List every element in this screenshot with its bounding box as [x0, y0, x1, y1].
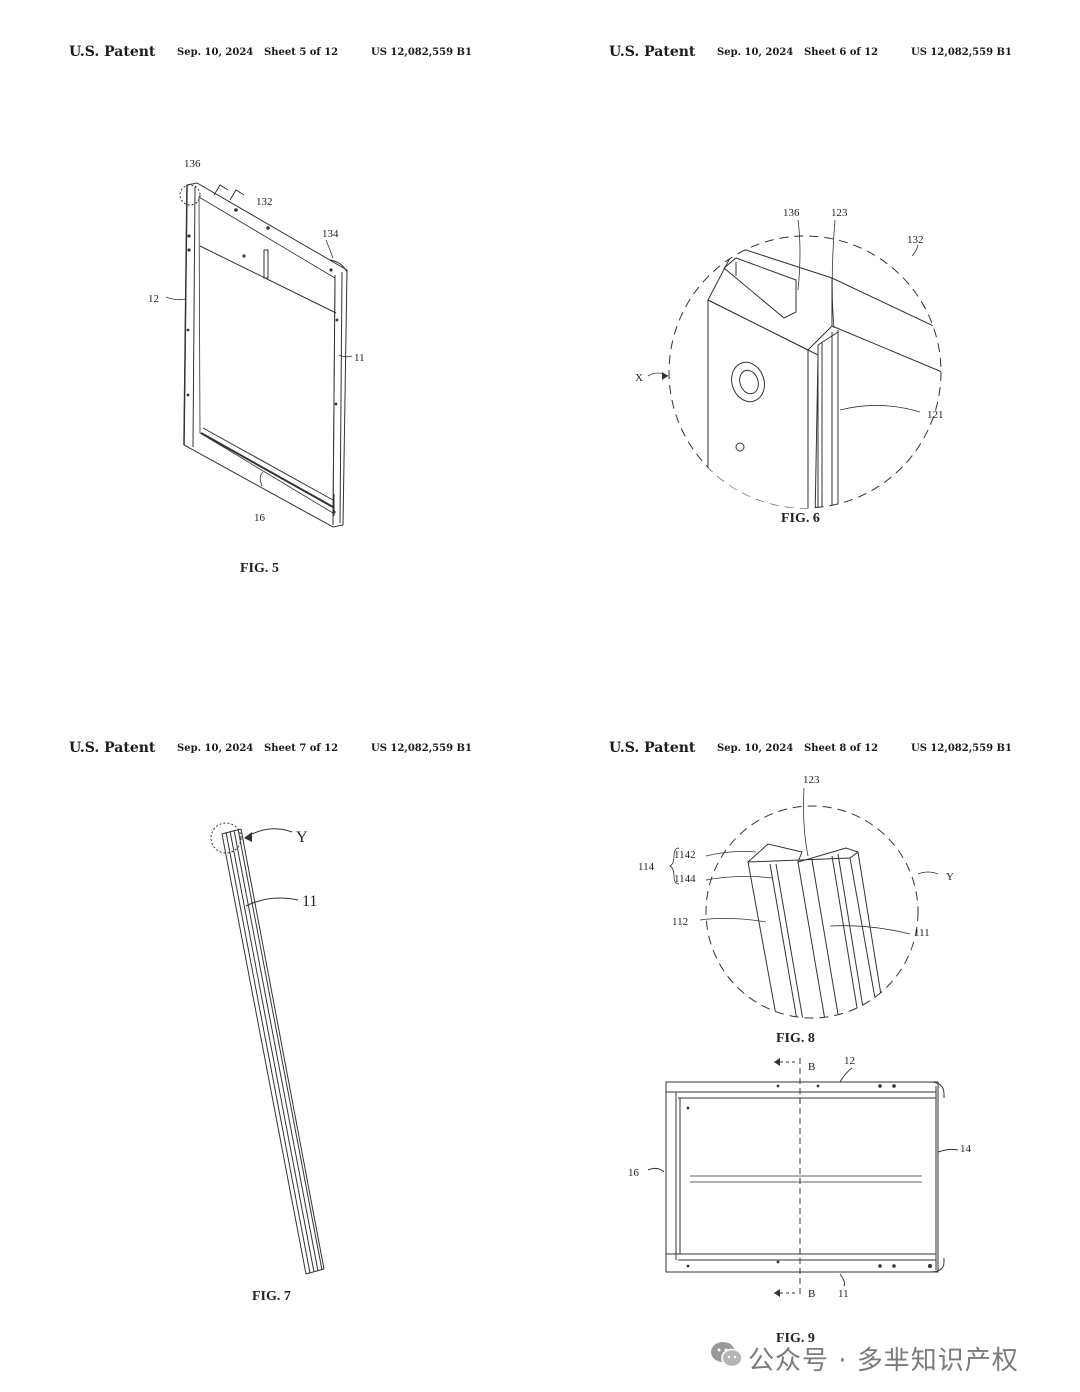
ref-label-123: 123 [803, 774, 820, 786]
patent-label: U.S. Patent [69, 740, 156, 756]
ref-label-16: 16 [254, 512, 266, 524]
sheet-number: Sheet 8 of 12 [804, 743, 879, 754]
sheet-number: Sheet 5 of 12 [264, 47, 339, 58]
patent-date: Sep. 10, 2024 [177, 743, 254, 754]
fig-6-drawing: 136 123 132 X 121 FIG. 6 [635, 207, 944, 526]
sheet-7: U.S. Patent Sep. 10, 2024 Sheet 7 of 12 … [0, 696, 540, 1392]
fig-8-9-drawing: 123 1142 114 1144 Y 112 111 FIG. 8 [628, 774, 972, 1346]
sheet-number: Sheet 6 of 12 [804, 47, 879, 58]
sheet-header: U.S. Patent Sep. 10, 2024 Sheet 5 of 12 … [0, 44, 540, 64]
ref-label-114: 114 [638, 861, 655, 873]
ref-label-1144: 1144 [674, 873, 696, 885]
patent-label: U.S. Patent [609, 740, 696, 756]
patent-number: US 12,082,559 B1 [911, 47, 1012, 58]
ref-label-12: 12 [148, 293, 159, 305]
fig-7-drawing: Y 11 FIG. 7 [210, 822, 325, 1304]
ref-label-132: 132 [256, 196, 273, 208]
sheet-header: U.S. Patent Sep. 10, 2024 Sheet 8 of 12 … [540, 740, 1080, 760]
fig-5-drawing: 136 132 134 12 11 16 FIG. 5 [148, 158, 365, 576]
sheet-header: U.S. Patent Sep. 10, 2024 Sheet 6 of 12 … [540, 44, 1080, 64]
section-label-b-top: B [808, 1061, 815, 1073]
ref-label-11: 11 [302, 893, 317, 910]
patent-number: US 12,082,559 B1 [371, 47, 472, 58]
figure-label: FIG. 5 [240, 561, 279, 576]
ref-label-y: Y [946, 871, 954, 883]
ref-label-123: 123 [831, 207, 848, 219]
ref-label-11: 11 [838, 1288, 849, 1300]
ref-label-1142: 1142 [674, 849, 696, 861]
ref-label-121: 121 [927, 409, 944, 421]
patent-number: US 12,082,559 B1 [371, 743, 472, 754]
patent-date: Sep. 10, 2024 [717, 47, 794, 58]
ref-label-x: X [635, 372, 643, 384]
figure-label-9: FIG. 9 [776, 1331, 815, 1346]
ref-label-136: 136 [184, 158, 201, 170]
patent-number: US 12,082,559 B1 [911, 743, 1012, 754]
patent-label: U.S. Patent [69, 44, 156, 60]
watermark: 公众号 · 多芈知识产权 [700, 1334, 1060, 1380]
section-label-b-bottom: B [808, 1288, 815, 1300]
ref-label-12: 12 [844, 1055, 855, 1067]
ref-label-16: 16 [628, 1167, 640, 1179]
figure-label: FIG. 6 [781, 511, 820, 526]
wechat-icon [711, 1342, 743, 1368]
ref-label-y: Y [296, 829, 308, 846]
sheet-header: U.S. Patent Sep. 10, 2024 Sheet 7 of 12 … [0, 740, 540, 760]
patent-date: Sep. 10, 2024 [177, 47, 254, 58]
figure-label-8: FIG. 8 [776, 1031, 815, 1046]
patent-label: U.S. Patent [609, 44, 696, 60]
ref-label-136: 136 [783, 207, 800, 219]
ref-label-132: 132 [907, 234, 924, 246]
watermark-text: 公众号 · 多芈知识产权 [748, 1346, 1019, 1376]
sheet-5: U.S. Patent Sep. 10, 2024 Sheet 5 of 12 … [0, 0, 540, 696]
ref-label-134: 134 [322, 228, 339, 240]
ref-label-112: 112 [672, 916, 688, 928]
ref-label-11: 11 [354, 352, 365, 364]
sheet-number: Sheet 7 of 12 [264, 743, 339, 754]
figure-label: FIG. 7 [252, 1289, 291, 1304]
sheet-6: U.S. Patent Sep. 10, 2024 Sheet 6 of 12 … [540, 0, 1080, 696]
ref-label-111: 111 [914, 927, 930, 939]
patent-date: Sep. 10, 2024 [717, 743, 794, 754]
ref-label-14: 14 [960, 1143, 972, 1155]
sheet-8: U.S. Patent Sep. 10, 2024 Sheet 8 of 12 … [540, 696, 1080, 1392]
